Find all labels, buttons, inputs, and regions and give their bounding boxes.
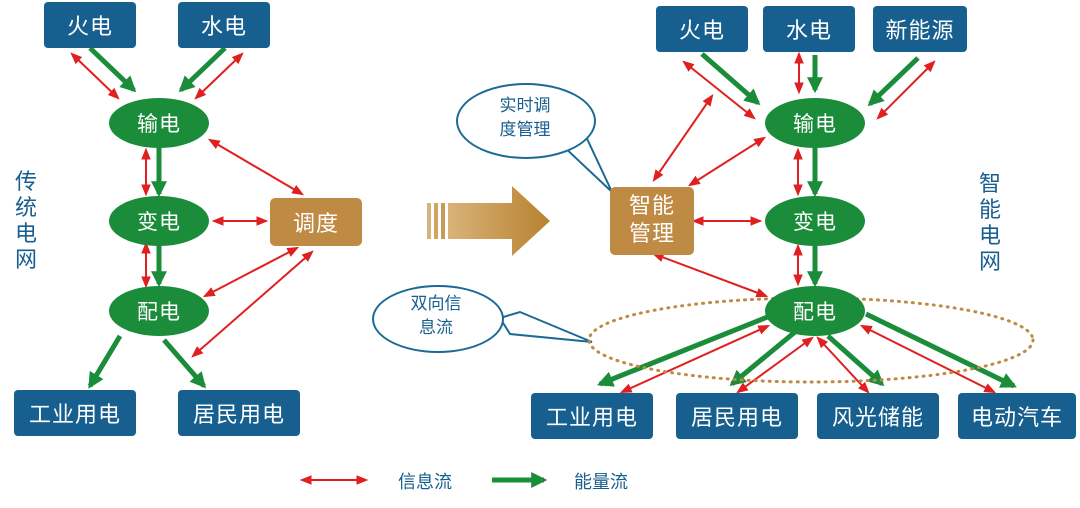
realtime-dispatch-callout-text: 实时调 度管理 <box>470 94 580 142</box>
smart-industrial-node: 工业用电 <box>531 393 653 439</box>
bidirectional-callout-line1: 双向信 <box>410 294 462 314</box>
info-thermal-transmission <box>70 52 120 100</box>
legend-energy-label: 能量流 <box>574 472 628 493</box>
energy-distribution-to-industrial <box>87 334 123 389</box>
smart-thermal-node: 火电 <box>656 6 748 52</box>
legend-info-label: 信息流 <box>398 472 452 493</box>
smart-transmission-node: 输电 <box>765 98 865 148</box>
info-hydro-transmission <box>194 52 244 100</box>
info-thermal-transmission <box>682 60 756 120</box>
smart-ev-node: 电动汽车 <box>958 393 1076 439</box>
traditional-hydro-node: 水电 <box>178 2 270 48</box>
smart-storage-node: 风光储能 <box>817 393 939 439</box>
bidirectional-info-callout <box>372 285 504 353</box>
smart-hydro-node: 水电 <box>763 6 855 52</box>
bidirectional-callout-tail <box>498 310 593 343</box>
info-distribution-dispatch <box>202 246 300 298</box>
info-distribution-storage <box>816 336 870 394</box>
smart-info-flows <box>619 51 997 394</box>
traditional-info-flows <box>70 52 314 358</box>
traditional-dispatch-node: 调度 <box>270 198 362 246</box>
traditional-residential-node: 居民用电 <box>178 390 300 436</box>
info-distribution-residential <box>736 336 814 394</box>
bidirectional-highlight-ellipse <box>587 296 1035 384</box>
info-renewable-transmission <box>876 60 936 120</box>
energy-distribution-to-residential <box>162 338 207 389</box>
smart-renewable-node: 新能源 <box>873 6 967 52</box>
realtime-dispatch-callout <box>456 83 596 159</box>
traditional-industrial-node: 工业用电 <box>14 390 136 436</box>
traditional-substation-node: 变电 <box>109 196 209 246</box>
traditional-transmission-node: 输电 <box>109 98 209 148</box>
bidirectional-callout-line2: 息流 <box>419 318 453 338</box>
info-distribution-industrial <box>619 325 771 393</box>
info-management-distribution <box>651 252 769 298</box>
energy-thermal-to-transmission <box>88 46 137 93</box>
smart-distribution-node: 配电 <box>765 286 865 336</box>
transform-arrow <box>427 186 550 256</box>
smart-substation-node: 变电 <box>765 196 865 246</box>
energy-distribution-to-ev <box>864 311 1017 389</box>
smart-management-node: 智能 管理 <box>610 187 694 255</box>
traditional-thermal-node: 火电 <box>44 2 136 48</box>
traditional-distribution-node: 配电 <box>109 286 209 336</box>
realtime-callout-line2: 度管理 <box>499 120 551 140</box>
info-distribution-ev <box>859 324 997 394</box>
energy-renewable-to-transmission <box>867 56 920 107</box>
realtime-callout-line1: 实时调 <box>499 96 551 116</box>
smart-management-line1: 智能 <box>628 194 675 219</box>
smart-grid-title: 智能电网 <box>978 172 1001 275</box>
info-management-transmission <box>687 136 767 187</box>
info-transmission-dispatch <box>207 138 305 196</box>
energy-hydro-to-transmission <box>178 46 227 93</box>
info-residential-dispatch <box>191 250 314 358</box>
energy-thermal-to-transmission <box>700 52 761 106</box>
bidirectional-info-callout-text: 双向信 息流 <box>384 292 488 340</box>
traditional-grid-title: 传统电网 <box>14 170 37 273</box>
smart-residential-node: 居民用电 <box>676 393 798 439</box>
info-management-thermal <box>652 94 714 182</box>
smart-management-line2: 管理 <box>628 222 675 247</box>
